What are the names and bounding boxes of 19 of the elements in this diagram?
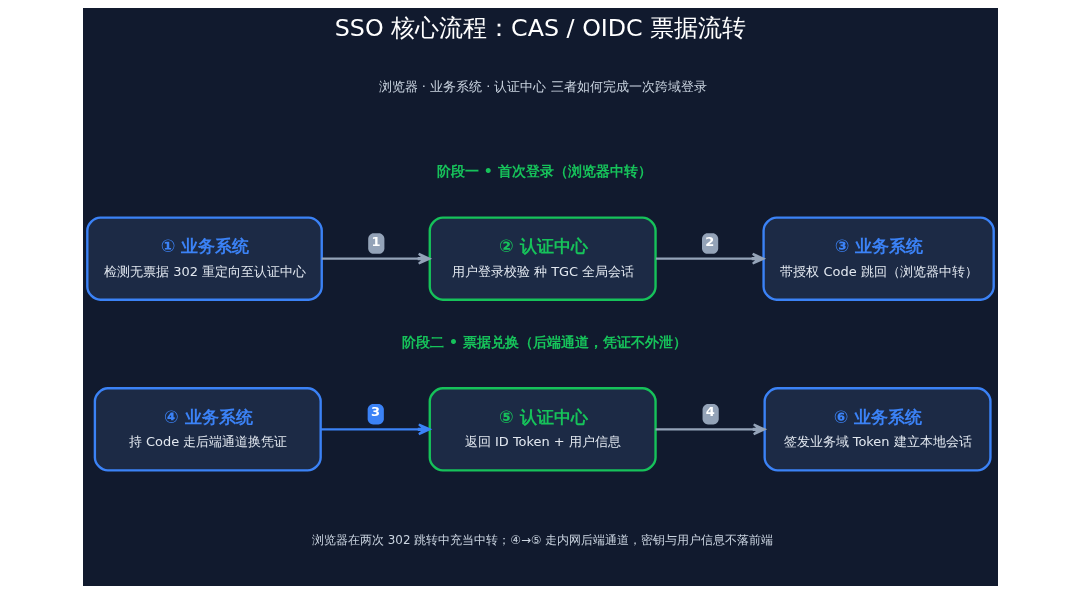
edge-label: 1 [370, 233, 380, 249]
arrow [655, 252, 765, 265]
diagram-title: SSO 核心流程：CAS / OIDC 票据流转 [334, 13, 746, 42]
arrow [655, 423, 766, 436]
node-box: ③ 业务系统 带授权 Code 跳回（浏览器中转） [761, 216, 995, 301]
node-box: ① 业务系统 检测无票据 302 重定向至认证中心 [85, 216, 323, 301]
arrow [320, 423, 431, 436]
label: 阶段二 • 票据兑换（后端通道，凭证不外泄） [401, 333, 687, 350]
node-box: ⑤ 认证中心 返回 ID Token + 用户信息 [428, 387, 657, 472]
node-box: ② 认证中心 用户登录校验 种 TGC 全局会话 [428, 216, 657, 301]
label: 阶段一 • 首次登录（浏览器中转） [436, 162, 652, 179]
edge-label: 4 [705, 404, 715, 420]
edge-label: 3 [370, 404, 380, 420]
label: 浏览器 · 业务系统 · 认证中心 三者如何完成一次跨域登录 [378, 79, 707, 95]
node-box: ④ 业务系统 持 Code 走后端通道换凭证 [93, 387, 322, 472]
arrow [321, 252, 431, 265]
label: 浏览器在两次 302 跳转中充当中转；④→⑤ 走内网后端通道，密钥与用户信息不落前端 [311, 532, 773, 547]
edge-label: 2 [704, 233, 714, 249]
node-box: ⑥ 业务系统 签发业务域 Token 建立本地会话 [762, 387, 992, 472]
